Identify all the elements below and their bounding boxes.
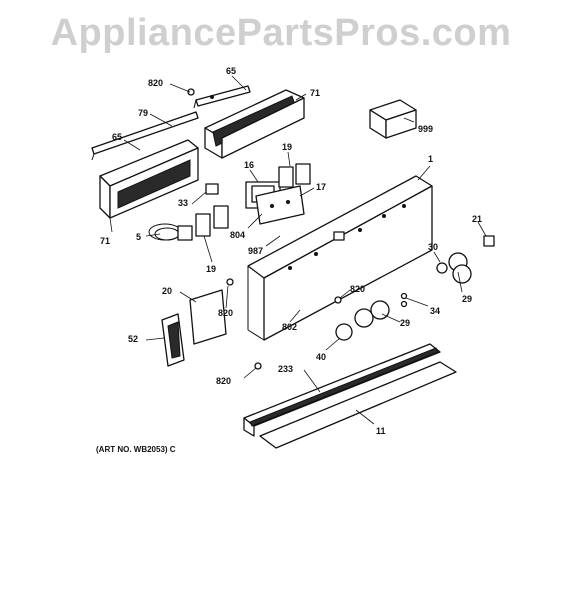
part-65-upper-rail (193, 85, 251, 109)
part-1-control-panel (247, 175, 433, 341)
screw-820-left (226, 278, 234, 286)
callout-29-right: 29 (462, 294, 472, 304)
callout-33: 33 (178, 198, 188, 208)
part-33-clip (205, 183, 219, 195)
callout-29-center: 29 (400, 318, 410, 328)
callout-820-bottom: 820 (216, 376, 231, 386)
part-20-bracket (189, 289, 227, 345)
callout-52: 52 (128, 334, 138, 344)
part-34-clips (400, 292, 408, 300)
part-19-switches-lower (195, 205, 229, 237)
part-65-lower-channel (99, 139, 199, 219)
part-79-rail (91, 111, 199, 161)
callout-71-top: 71 (310, 88, 320, 98)
part-17-bracket (255, 185, 305, 225)
part-52-side-piece (161, 313, 185, 367)
callout-30: 30 (428, 242, 438, 252)
callout-19-lower: 19 (206, 264, 216, 274)
callout-804: 804 (230, 230, 245, 240)
callout-802: 802 (282, 322, 297, 332)
screw-820-bottom (254, 362, 262, 370)
part-5-harness (148, 223, 193, 241)
screw-820-center (334, 296, 342, 304)
callout-21: 21 (472, 214, 482, 224)
callout-820-mid: 820 (350, 284, 365, 294)
screw-dot-top (210, 95, 214, 99)
callout-820-mid-left: 820 (218, 308, 233, 318)
leader-lines (109, 75, 487, 425)
part-40-knob (335, 323, 353, 341)
callout-17: 17 (316, 182, 326, 192)
watermark-text: AppliancePartsPros.com (50, 12, 512, 54)
part-30-knob (436, 262, 448, 274)
callout-987: 987 (248, 246, 263, 256)
callout-71-left: 71 (100, 236, 110, 246)
callout-1: 1 (428, 154, 433, 164)
callout-20: 20 (162, 286, 172, 296)
screw-820-top (187, 88, 195, 96)
callout-820-top: 820 (148, 78, 163, 88)
callout-34: 34 (430, 306, 440, 316)
callout-labels: 820 65 71 79 65 999 1 16 19 17 33 71 5 8… (100, 66, 482, 436)
callout-79: 79 (138, 108, 148, 118)
part-29-knobs-center (354, 300, 390, 328)
callout-5: 5 (136, 232, 141, 242)
part-19-switches-upper (278, 163, 311, 188)
part-21-switch (483, 235, 495, 247)
part-29-knobs-right (448, 252, 472, 284)
part-233-trim (243, 343, 441, 437)
part-11-strip (259, 361, 457, 449)
callout-999: 999 (418, 124, 433, 134)
callout-65-left: 65 (112, 132, 122, 142)
part-71-upper-channel (204, 89, 305, 159)
callout-11: 11 (376, 426, 386, 436)
callout-16: 16 (244, 160, 254, 170)
part-999-box (369, 99, 417, 139)
callout-233: 233 (278, 364, 293, 374)
part-34-clip-b (400, 300, 408, 308)
callout-40: 40 (316, 352, 326, 362)
callout-65-top: 65 (226, 66, 236, 76)
callout-19-top: 19 (282, 142, 292, 152)
art-number-caption: (ART NO. WB2053) C (96, 445, 176, 454)
